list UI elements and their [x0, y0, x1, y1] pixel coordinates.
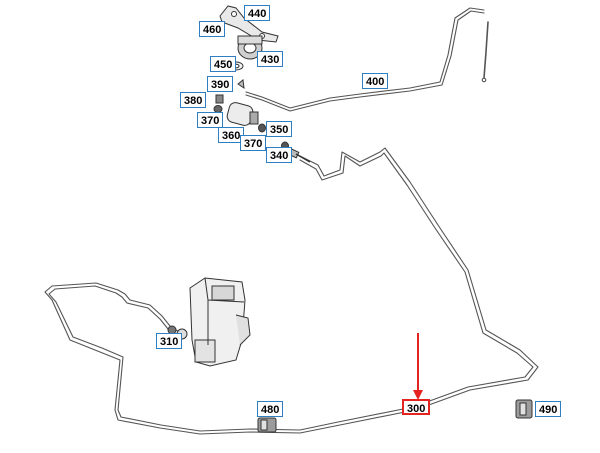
callout-440[interactable]: 440 [244, 5, 271, 21]
highlight-arrow [413, 333, 423, 400]
filter-assembly [213, 79, 311, 163]
callout-370-lower[interactable]: 370 [240, 135, 267, 151]
callout-490[interactable]: 490 [535, 401, 562, 417]
callout-400[interactable]: 400 [362, 73, 389, 89]
clip-490 [515, 399, 533, 419]
clip-480 [257, 417, 277, 433]
callout-480[interactable]: 480 [257, 401, 284, 417]
callout-460[interactable]: 460 [199, 21, 226, 37]
callout-390[interactable]: 390 [207, 76, 234, 92]
line-300 [44, 147, 539, 435]
line-400 [245, 7, 489, 112]
callout-450[interactable]: 450 [210, 56, 237, 72]
callout-310[interactable]: 310 [156, 333, 183, 349]
callout-340[interactable]: 340 [266, 147, 293, 163]
callout-350[interactable]: 350 [266, 121, 293, 137]
callout-300[interactable]: 300 [402, 399, 431, 415]
callout-430[interactable]: 430 [257, 51, 284, 67]
pump-unit [167, 277, 251, 367]
callout-380[interactable]: 380 [180, 92, 207, 108]
callout-370-upper[interactable]: 370 [197, 112, 224, 128]
